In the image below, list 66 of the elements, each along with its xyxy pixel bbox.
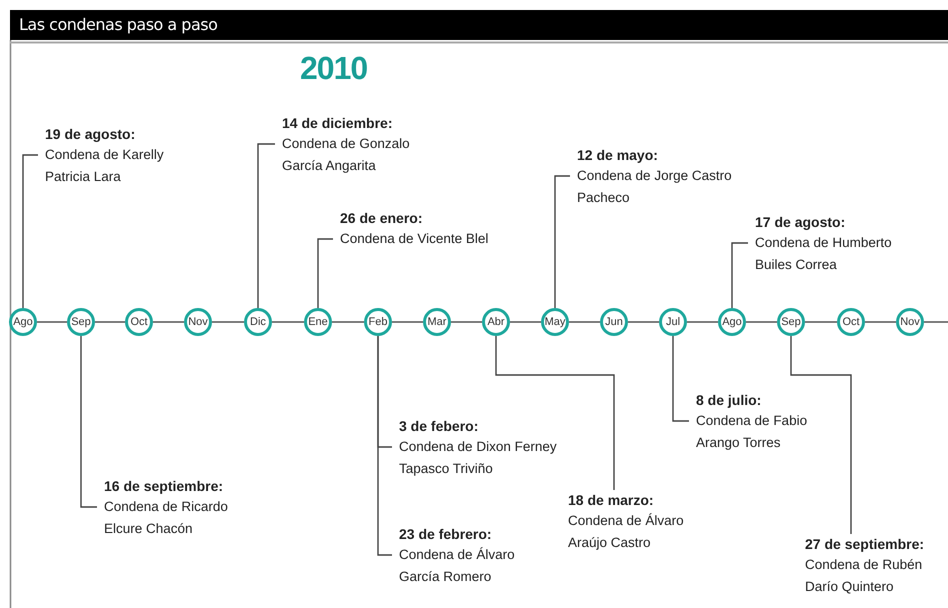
leader-line <box>317 238 333 308</box>
event-description: Condena de Álvaro García Romero <box>399 546 516 586</box>
month-circle: Nov <box>184 308 212 336</box>
event-date: 14 de diciembre: <box>282 114 394 133</box>
leader-line <box>377 336 392 556</box>
event-date: 12 de mayo: <box>577 146 659 165</box>
event-description: Condena de Gonzalo García Angarita <box>282 135 411 175</box>
event-date: 26 de enero: <box>340 209 424 228</box>
event-description: Condena de Karelly Patricia Lara <box>45 146 165 186</box>
timeline-line <box>212 321 244 323</box>
timeline-line <box>805 321 837 323</box>
timeline-line <box>451 321 482 323</box>
timeline-line <box>272 321 304 323</box>
month-circle: Oct <box>837 308 865 336</box>
month-circle: Oct <box>125 308 153 336</box>
timeline-line <box>153 321 184 323</box>
event-date: 19 de agosto: <box>45 125 136 144</box>
timeline-line <box>37 321 67 323</box>
timeline-line <box>392 321 423 323</box>
leader-line <box>672 336 689 422</box>
month-circle: Ago <box>9 308 37 336</box>
month-circle: Feb <box>364 308 392 336</box>
month-circle: Sep <box>777 308 805 336</box>
timeline-line <box>332 321 364 323</box>
event-description: Condena de Vicente Blel <box>340 230 490 248</box>
timeline-line <box>569 321 600 323</box>
month-circle: Ago <box>718 308 746 336</box>
event-date: 3 de febero: <box>399 417 480 436</box>
month-circle: Jul <box>659 308 687 336</box>
month-circle: May <box>541 308 569 336</box>
timeline-line <box>865 321 896 323</box>
timeline-line <box>924 321 948 323</box>
title: Las condenas paso a paso <box>10 10 948 40</box>
year-label: 2010 <box>300 50 368 87</box>
event-date: 23 de febrero: <box>399 525 493 544</box>
month-circle: Sep <box>67 308 95 336</box>
leader-line <box>554 175 570 308</box>
event-description: Condena de Humberto Builes Correa <box>755 234 893 274</box>
event-date: 16 de septiembre: <box>104 477 224 496</box>
event-date: 8 de julio: <box>696 391 762 410</box>
timeline-line <box>687 321 718 323</box>
event-description: Condena de Jorge Castro Pacheco <box>577 167 733 207</box>
month-circle: Abr <box>482 308 510 336</box>
month-circle: Nov <box>896 308 924 336</box>
leader-line <box>22 154 38 308</box>
event-date: 18 de marzo: <box>568 491 655 510</box>
event-date: 27 de septiembre: <box>805 535 926 554</box>
timeline-line <box>510 321 541 323</box>
event-description: Condena de Dixon Ferney Tapasco Triviño <box>399 438 558 478</box>
month-circle: Mar <box>423 308 451 336</box>
leader-line <box>80 336 97 508</box>
leader-line <box>257 143 275 308</box>
leader-line <box>495 336 615 490</box>
event-description: Condena de Rubén Darío Quintero <box>805 556 924 596</box>
timeline-line <box>95 321 125 323</box>
event-description: Condena de Fabio Arango Torres <box>696 412 808 452</box>
month-circle: Jun <box>600 308 628 336</box>
leader-line <box>790 336 852 534</box>
leader-line <box>731 242 748 308</box>
month-circle: Ene <box>304 308 332 336</box>
event-description: Condena de Ricardo Elcure Chacón <box>104 498 229 538</box>
timeline-line <box>628 321 659 323</box>
event-date: 17 de agosto: <box>755 213 846 232</box>
event-description: Condena de Álvaro Araújo Castro <box>568 512 685 552</box>
timeline-line <box>746 321 777 323</box>
month-circle: Dic <box>244 308 272 336</box>
